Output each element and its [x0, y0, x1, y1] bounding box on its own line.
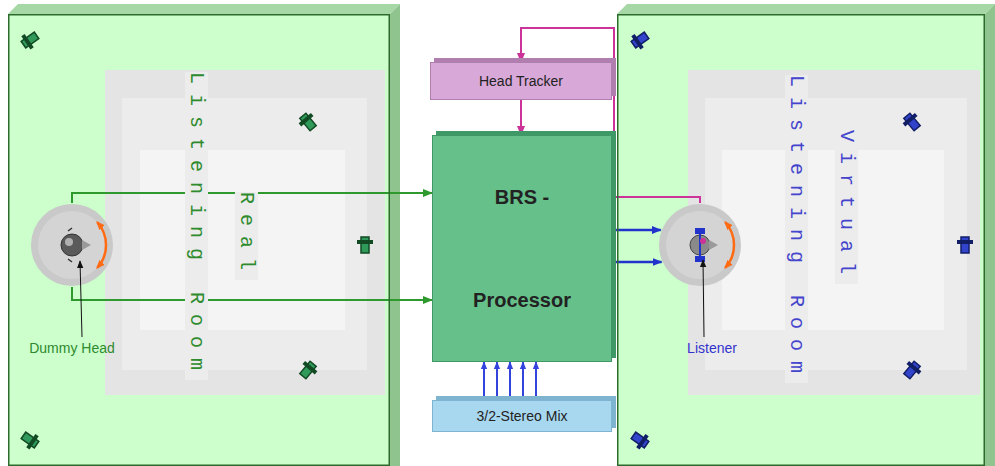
listener-head-icon: [690, 235, 710, 255]
room-bevel: [390, 4, 400, 466]
speaker-symbol: [19, 429, 41, 451]
connector-arrow: [522, 362, 524, 400]
speaker-cone: [21, 34, 33, 49]
connector-arrow: [535, 362, 537, 400]
speaker-symbol: [357, 237, 373, 253]
leader-line: [80, 261, 82, 337]
rotation-arrow: [97, 222, 106, 268]
head-tracker-box: Head Tracker: [430, 62, 612, 100]
room-title: Real Listening Room: [171, 72, 271, 392]
room-bevel: [8, 4, 400, 14]
headphone-band: [699, 234, 701, 256]
speaker-symbol: [629, 29, 651, 51]
head-icon: [30, 203, 114, 287]
speaker-cone: [299, 113, 314, 126]
room-floor: [8, 14, 390, 466]
rotation-arrow: [725, 222, 734, 268]
connector-arrow: [612, 261, 662, 264]
real-room-panel: Dummy Head Real Listening Room: [8, 14, 390, 466]
head-highlight: [65, 238, 73, 246]
nose: [82, 240, 91, 250]
virtual-room-panel: Listener Virtual Listening Room: [617, 14, 985, 466]
connector-arrow: [509, 362, 511, 400]
ear: [68, 228, 72, 262]
box-label: Head Tracker: [479, 73, 563, 89]
turn-area: [659, 204, 741, 286]
speaker-body: [961, 237, 969, 253]
connector-arrow: [72, 287, 432, 300]
room-bevel: [985, 4, 995, 466]
speaker-symbol: [297, 359, 320, 382]
speaker-cone: [907, 361, 922, 374]
speaker-symbol: [901, 359, 924, 382]
box-label: BRS - Processor: [462, 146, 582, 352]
floor-square: [105, 70, 385, 395]
speaker-body: [361, 237, 369, 253]
speaker-symbol: [297, 111, 320, 134]
room-bevel: [617, 4, 995, 14]
connector-arrow: [483, 362, 485, 400]
connector-arrow: [612, 229, 661, 232]
turn-area: [31, 204, 113, 286]
head-label: Listener: [612, 340, 812, 356]
headphone: [695, 228, 705, 234]
speaker-cone: [903, 113, 918, 126]
floor-square: [722, 150, 944, 330]
speaker-cone: [957, 240, 973, 244]
tracker-sensor: [700, 238, 706, 244]
speaker-cone: [636, 434, 648, 449]
connector-arrow: [520, 100, 522, 135]
speaker-cone: [303, 361, 318, 374]
dummy-head-icon: [61, 234, 83, 256]
listener-head: Listener: [658, 203, 742, 287]
head-label: Dummy Head: [0, 340, 172, 356]
turn-area: [38, 211, 106, 279]
speaker-cone: [26, 434, 38, 449]
stereo-mix-box: 3/2-Stereo Mix: [432, 400, 612, 432]
speaker-symbol: [901, 111, 924, 134]
box-label: 3/2-Stereo Mix: [476, 408, 567, 424]
speaker-group: [19, 29, 973, 451]
head-icon: [658, 203, 742, 287]
processor-box: BRS - Processor: [432, 135, 612, 362]
dummy-head: Dummy Head: [30, 203, 114, 287]
room-title: Virtual Listening Room: [771, 75, 871, 395]
speaker-symbol: [957, 237, 973, 253]
speaker-cone: [357, 240, 373, 244]
turn-area: [666, 211, 734, 279]
nose: [709, 240, 718, 250]
room-floor: [617, 14, 985, 466]
room-name: Real Listening Room: [185, 72, 258, 380]
speaker-symbol: [629, 429, 651, 451]
leader-line: [703, 260, 704, 337]
connector-arrow: [496, 362, 498, 400]
speaker-symbol: [19, 29, 41, 51]
speaker-cone: [631, 34, 643, 49]
room-name: Virtual Listening Room: [785, 75, 858, 383]
